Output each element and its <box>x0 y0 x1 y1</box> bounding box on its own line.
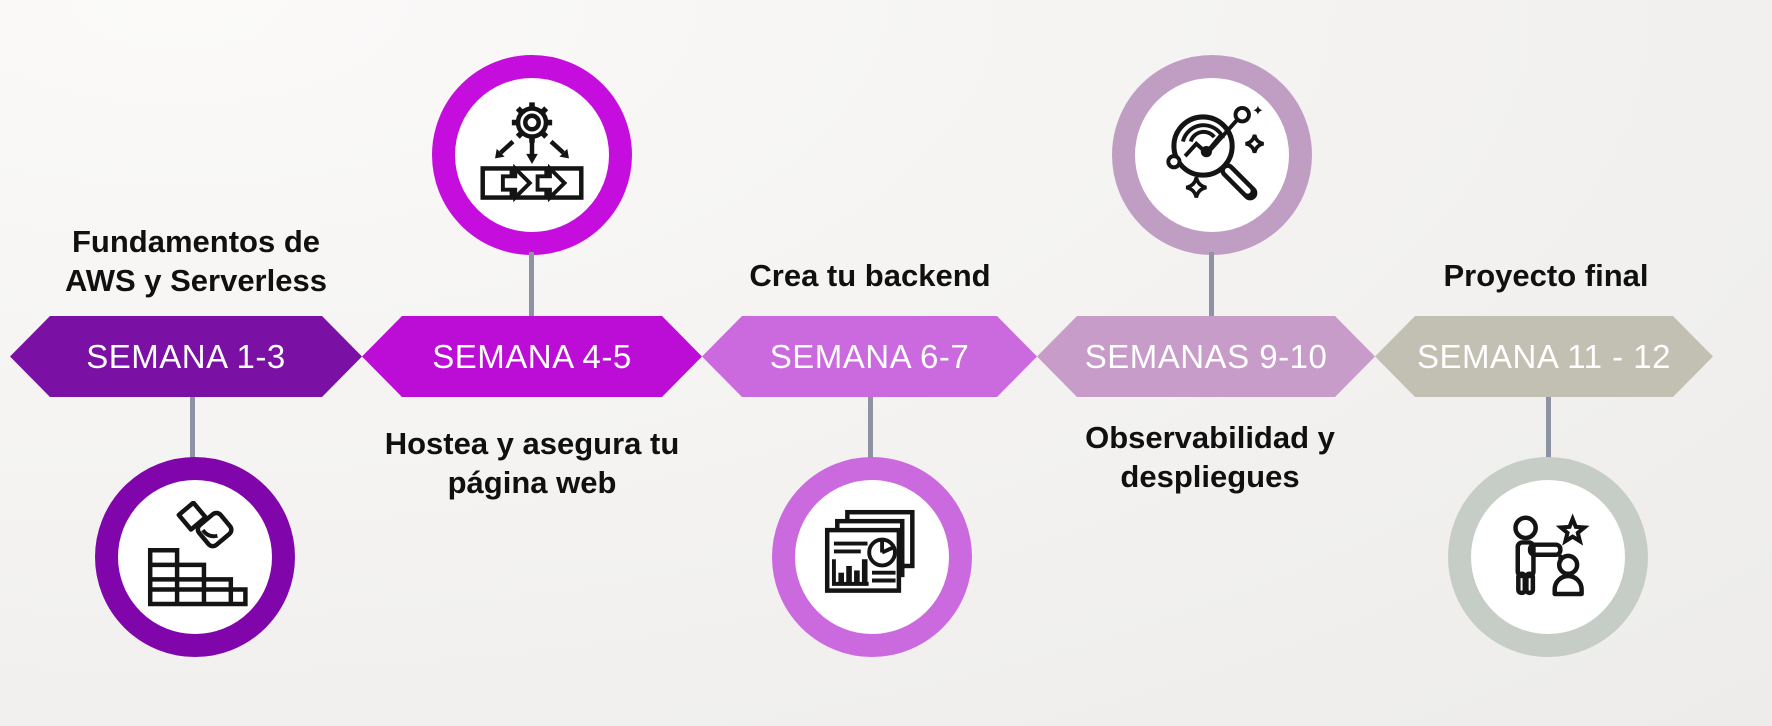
team-presentation-icon <box>1513 513 1590 597</box>
week-label-2: SEMANA 4-5 <box>432 337 632 375</box>
title-line: página web <box>447 465 617 500</box>
stage-title-4: Observabilidad y despliegues <box>1030 418 1390 496</box>
icon-circle-1 <box>95 457 295 657</box>
icon-circle-3 <box>772 457 972 657</box>
workflow-gear-icon <box>480 102 584 203</box>
star-icon <box>1555 513 1590 546</box>
bricklaying-icon <box>147 501 248 607</box>
title-line: Crea tu backend <box>749 258 991 293</box>
stage-title-2: Hostea y asegura tu página web <box>352 424 712 502</box>
icon-circle-5 <box>1448 457 1648 657</box>
title-line: despliegues <box>1120 459 1300 494</box>
week-hexagon-2: SEMANA 4-5 <box>362 316 702 397</box>
connector-line-1 <box>190 396 195 458</box>
title-line: Hostea y asegura tu <box>384 426 680 461</box>
week-label-5: SEMANA 11 - 12 <box>1416 337 1671 375</box>
reports-icon <box>824 509 915 593</box>
icon-circle-4 <box>1112 55 1312 255</box>
connector-line-5 <box>1546 396 1551 458</box>
week-hexagon-4: SEMANAS 9-10 <box>1037 316 1375 397</box>
title-line: Proyecto final <box>1443 258 1649 293</box>
title-line: Fundamentos de <box>71 224 320 259</box>
connector-line-4 <box>1209 252 1214 318</box>
icon-circle-2 <box>432 55 632 255</box>
week-hexagon-5: SEMANA 11 - 12 <box>1375 316 1713 397</box>
title-line: Observabilidad y <box>1085 420 1335 455</box>
week-hexagon-3: SEMANA 6-7 <box>702 316 1037 397</box>
week-label-3: SEMANA 6-7 <box>769 337 970 375</box>
week-hexagon-1: SEMANA 1-3 <box>10 316 362 397</box>
stage-title-1: Fundamentos de AWS y Serverless <box>16 222 376 300</box>
stage-title-5: Proyecto final <box>1366 256 1726 295</box>
stage-title-3: Crea tu backend <box>690 256 1050 295</box>
connector-line-2 <box>529 252 534 318</box>
monitoring-magnifier-icon <box>1166 105 1264 201</box>
week-label-1: SEMANA 1-3 <box>86 337 286 375</box>
week-label-4: SEMANAS 9-10 <box>1084 337 1328 375</box>
connector-line-3 <box>868 396 873 458</box>
title-line: AWS y Serverless <box>65 263 327 298</box>
